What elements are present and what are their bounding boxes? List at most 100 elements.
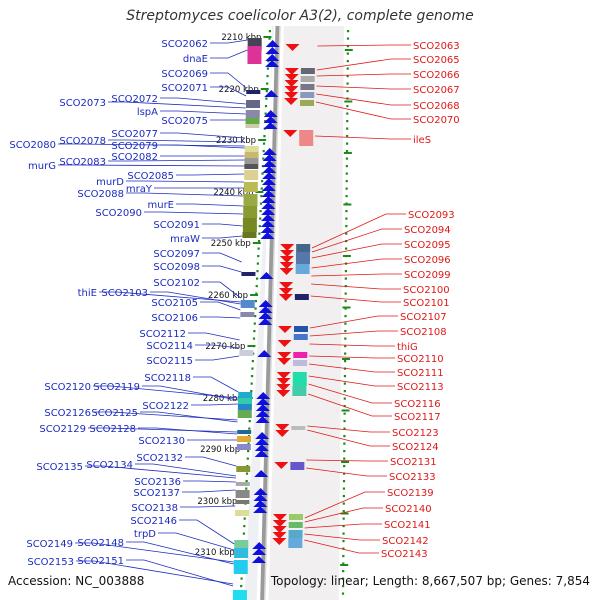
ruler-label: 2230 kbp (216, 136, 256, 146)
forward-arrow (253, 506, 268, 513)
forward-arrow (260, 226, 275, 233)
gene-block (245, 118, 260, 124)
coordinate-dot (343, 405, 346, 408)
gene-block (235, 482, 250, 486)
coordinate-dot (346, 30, 350, 33)
gene-label: SCO2106 (151, 313, 198, 324)
forward-arrow (254, 470, 269, 477)
gene-leader-line (176, 173, 245, 176)
coordinate-dot (344, 322, 347, 325)
gene-label: SCO2133 (389, 472, 436, 483)
reverse-arrow (276, 384, 291, 391)
gene-label: SCO2126 (44, 408, 91, 419)
gene-label: SCO2091 (153, 220, 200, 231)
forward-arrow (262, 172, 277, 179)
gene-leader-line (85, 465, 236, 479)
gene-label: SCO2125 (91, 408, 138, 419)
coordinate-dot (251, 360, 254, 363)
coordinate-dot (240, 585, 243, 588)
gene-label: SCO2083 (59, 157, 106, 168)
gene-label: SCO2140 (385, 504, 432, 515)
reverse-arrow (283, 130, 298, 137)
forward-arrow (252, 548, 267, 555)
gene-leader-line (93, 385, 239, 399)
reverse-arrow (284, 68, 299, 75)
gene-block (245, 124, 260, 128)
gene-block (293, 360, 308, 366)
forward-arrow (261, 190, 276, 197)
forward-arrow (264, 90, 279, 97)
coordinate-dot (266, 67, 270, 70)
gene-label: SCO2073 (59, 98, 106, 109)
gene-leader-line (311, 213, 406, 249)
coordinate-dot (266, 82, 269, 85)
gene-leader-line (150, 291, 241, 305)
ruler-label: 2210 kbp (221, 33, 261, 43)
coordinate-dot (344, 300, 347, 303)
gene-leader-line (202, 265, 242, 273)
gene-block (292, 372, 307, 386)
coordinate-dot (345, 247, 348, 250)
coordinate-dot (342, 487, 346, 490)
gene-label: SCO2116 (394, 399, 441, 410)
coordinate-dot (259, 210, 262, 213)
coordinate-dot (342, 555, 345, 558)
coordinate-dot (343, 390, 346, 393)
forward-arrow (262, 160, 277, 167)
forward-arrow (261, 202, 276, 209)
gene-label: SCO2082 (111, 152, 158, 163)
gene-leader-line (306, 467, 387, 477)
forward-arrow (251, 556, 266, 563)
coordinate-dot (264, 105, 268, 108)
gene-label: SCO2131 (390, 457, 437, 468)
gene-label: SCO2128 (89, 424, 136, 435)
reverse-arrow (275, 430, 290, 437)
ruler-label: 2270 kbp (205, 342, 245, 352)
coordinate-dot (346, 45, 350, 48)
forward-arrow (255, 432, 270, 439)
gene-label: SCO2143 (381, 549, 428, 560)
forward-arrow (262, 148, 277, 155)
coordinate-dot (245, 480, 248, 483)
gene-block (235, 490, 250, 498)
gene-leader-line (304, 491, 385, 519)
gene-label: SCO2088 (77, 189, 124, 200)
gene-leader-line (311, 283, 401, 290)
coordinate-dot (255, 285, 258, 288)
coordinate-dot (342, 525, 345, 528)
gene-leader-line (108, 159, 245, 162)
reverse-arrow (280, 250, 295, 257)
coordinate-dot (346, 90, 349, 93)
gene-label: SCO2134 (86, 460, 133, 471)
gene-label: SCO2103 (101, 288, 148, 299)
gene-label: dnaE (183, 54, 208, 65)
gene-block (288, 514, 303, 520)
gene-leader-line (316, 58, 411, 71)
gene-leader-line (309, 343, 395, 347)
gene-label: SCO2130 (138, 436, 185, 447)
reverse-arrow (275, 424, 290, 431)
coordinate-dot (341, 585, 345, 588)
gene-block (244, 146, 259, 152)
gene-label: SCO2118 (144, 373, 191, 384)
gene-leader-line (144, 211, 243, 215)
gene-label: SCO2093 (408, 210, 455, 221)
gene-block (300, 68, 315, 74)
coordinate-dot (262, 142, 266, 145)
coordinate-dot (343, 435, 346, 438)
coordinate-dot (240, 577, 243, 580)
coordinate-dot (342, 510, 345, 513)
gene-leader-line (311, 273, 402, 277)
ruler-label: 2240 kbp (213, 188, 253, 198)
reverse-arrow (272, 532, 287, 539)
coordinate-dot (342, 472, 346, 475)
gene-block (300, 76, 315, 82)
gene-block (241, 272, 256, 276)
gene-leader-line (195, 355, 240, 361)
gene-label: SCO2142 (382, 536, 429, 547)
gene-label: SCO2085 (127, 171, 174, 182)
gene-leader-line (138, 427, 238, 435)
gene-block (240, 300, 255, 308)
reverse-arrow (284, 74, 299, 81)
coordinate-dot (245, 472, 249, 475)
